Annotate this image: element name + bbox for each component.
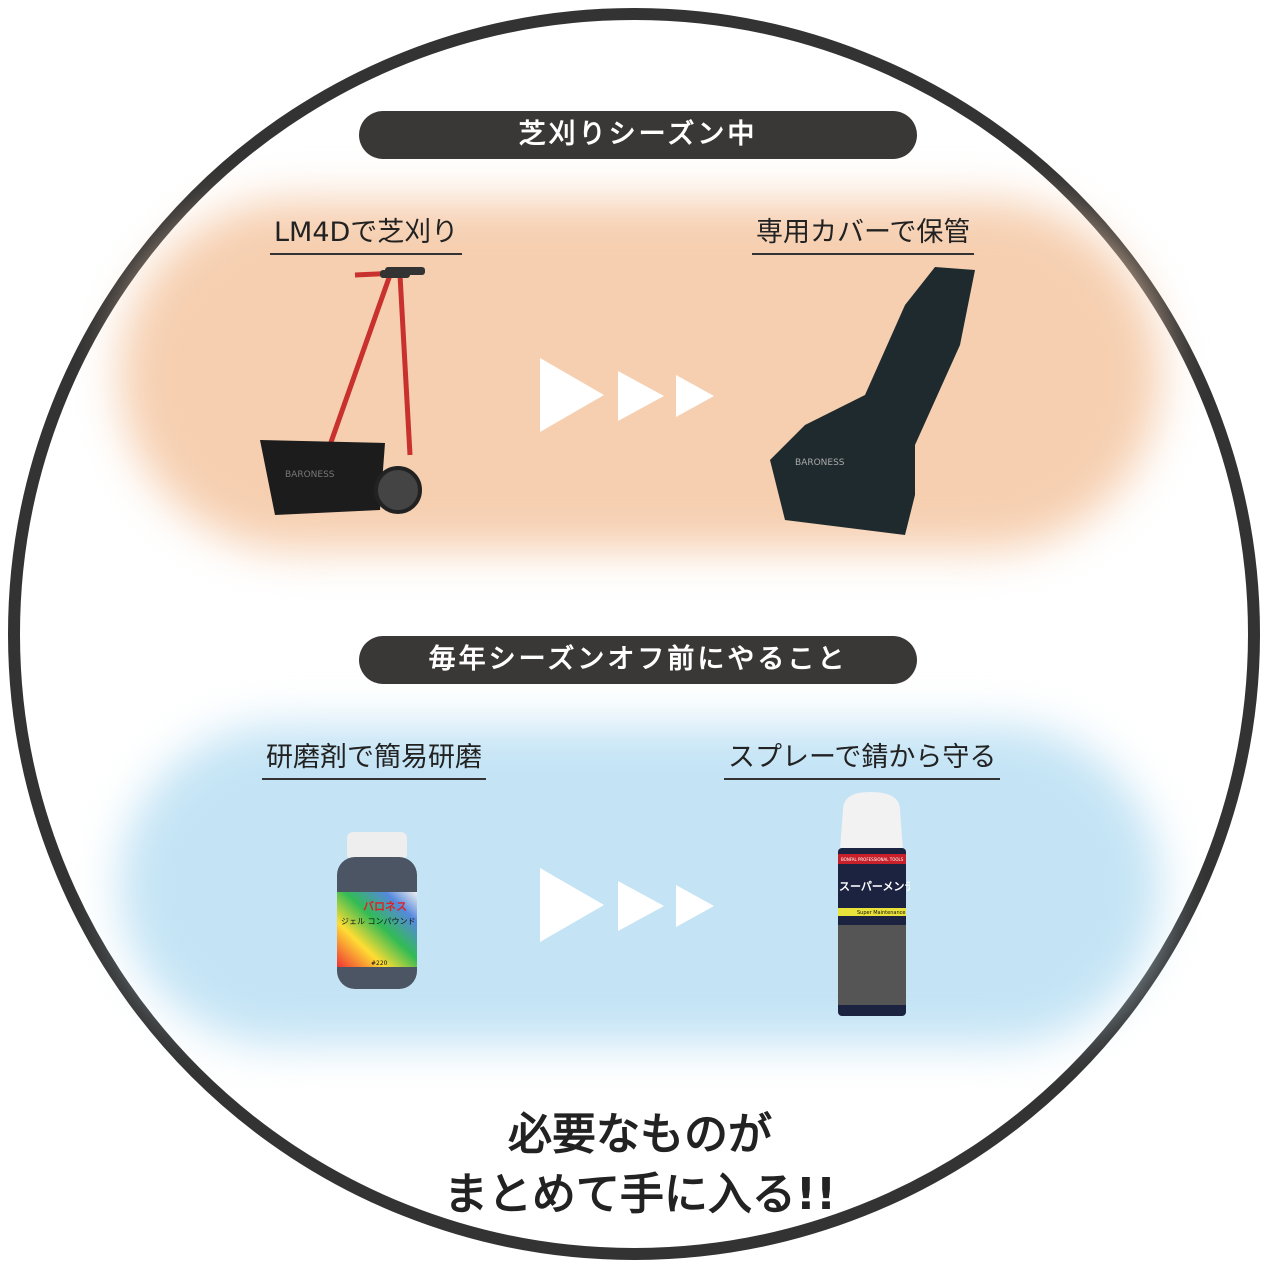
footer-line-2: まとめて手に入る!!	[443, 1169, 837, 1220]
mower-cover-image: BARONESS	[770, 267, 975, 535]
outer-circle	[8, 8, 1260, 1260]
arrow-icon	[618, 881, 664, 931]
bottle-product: ジェル コンパウンド	[341, 917, 416, 926]
arrow-icon	[676, 885, 714, 927]
cover-brand: BARONESS	[795, 458, 845, 468]
arrow-icon	[676, 375, 714, 417]
arrows-1	[540, 358, 720, 438]
label-polish: 研磨剤で簡易研磨	[262, 735, 486, 780]
spray-product: スーパーメンテ	[839, 880, 910, 893]
section-heading-offseason: 毎年シーズンオフ前にやること	[359, 636, 917, 684]
spray-sub: Super Maintenance	[857, 910, 905, 916]
mower-brand: BARONESS	[285, 470, 335, 480]
footer-line-1: 必要なものが	[508, 1109, 772, 1160]
section-heading-season: 芝刈りシーズン中	[359, 111, 917, 159]
bottle-grit: #220	[371, 960, 388, 967]
arrows-2	[540, 868, 720, 948]
label-cover: 専用カバーで保管	[752, 210, 975, 255]
label-spray: スプレーで錆から守る	[724, 735, 1001, 780]
spray-can-image: BONFAL PROFESSIONAL TOOLS スーパーメンテ Super …	[838, 792, 910, 1016]
label-mowing: LM4Dで芝刈り	[270, 210, 463, 255]
spray-top: BONFAL PROFESSIONAL TOOLS	[841, 857, 904, 862]
arrow-icon	[540, 358, 604, 432]
lawn-mower-image: BARONESS	[260, 267, 425, 515]
bottle-brand: バロネス	[363, 900, 407, 913]
arrow-icon	[540, 868, 604, 942]
arrow-icon	[618, 371, 664, 421]
compound-bottle-image: バロネス ジェル コンパウンド #220	[337, 832, 417, 989]
